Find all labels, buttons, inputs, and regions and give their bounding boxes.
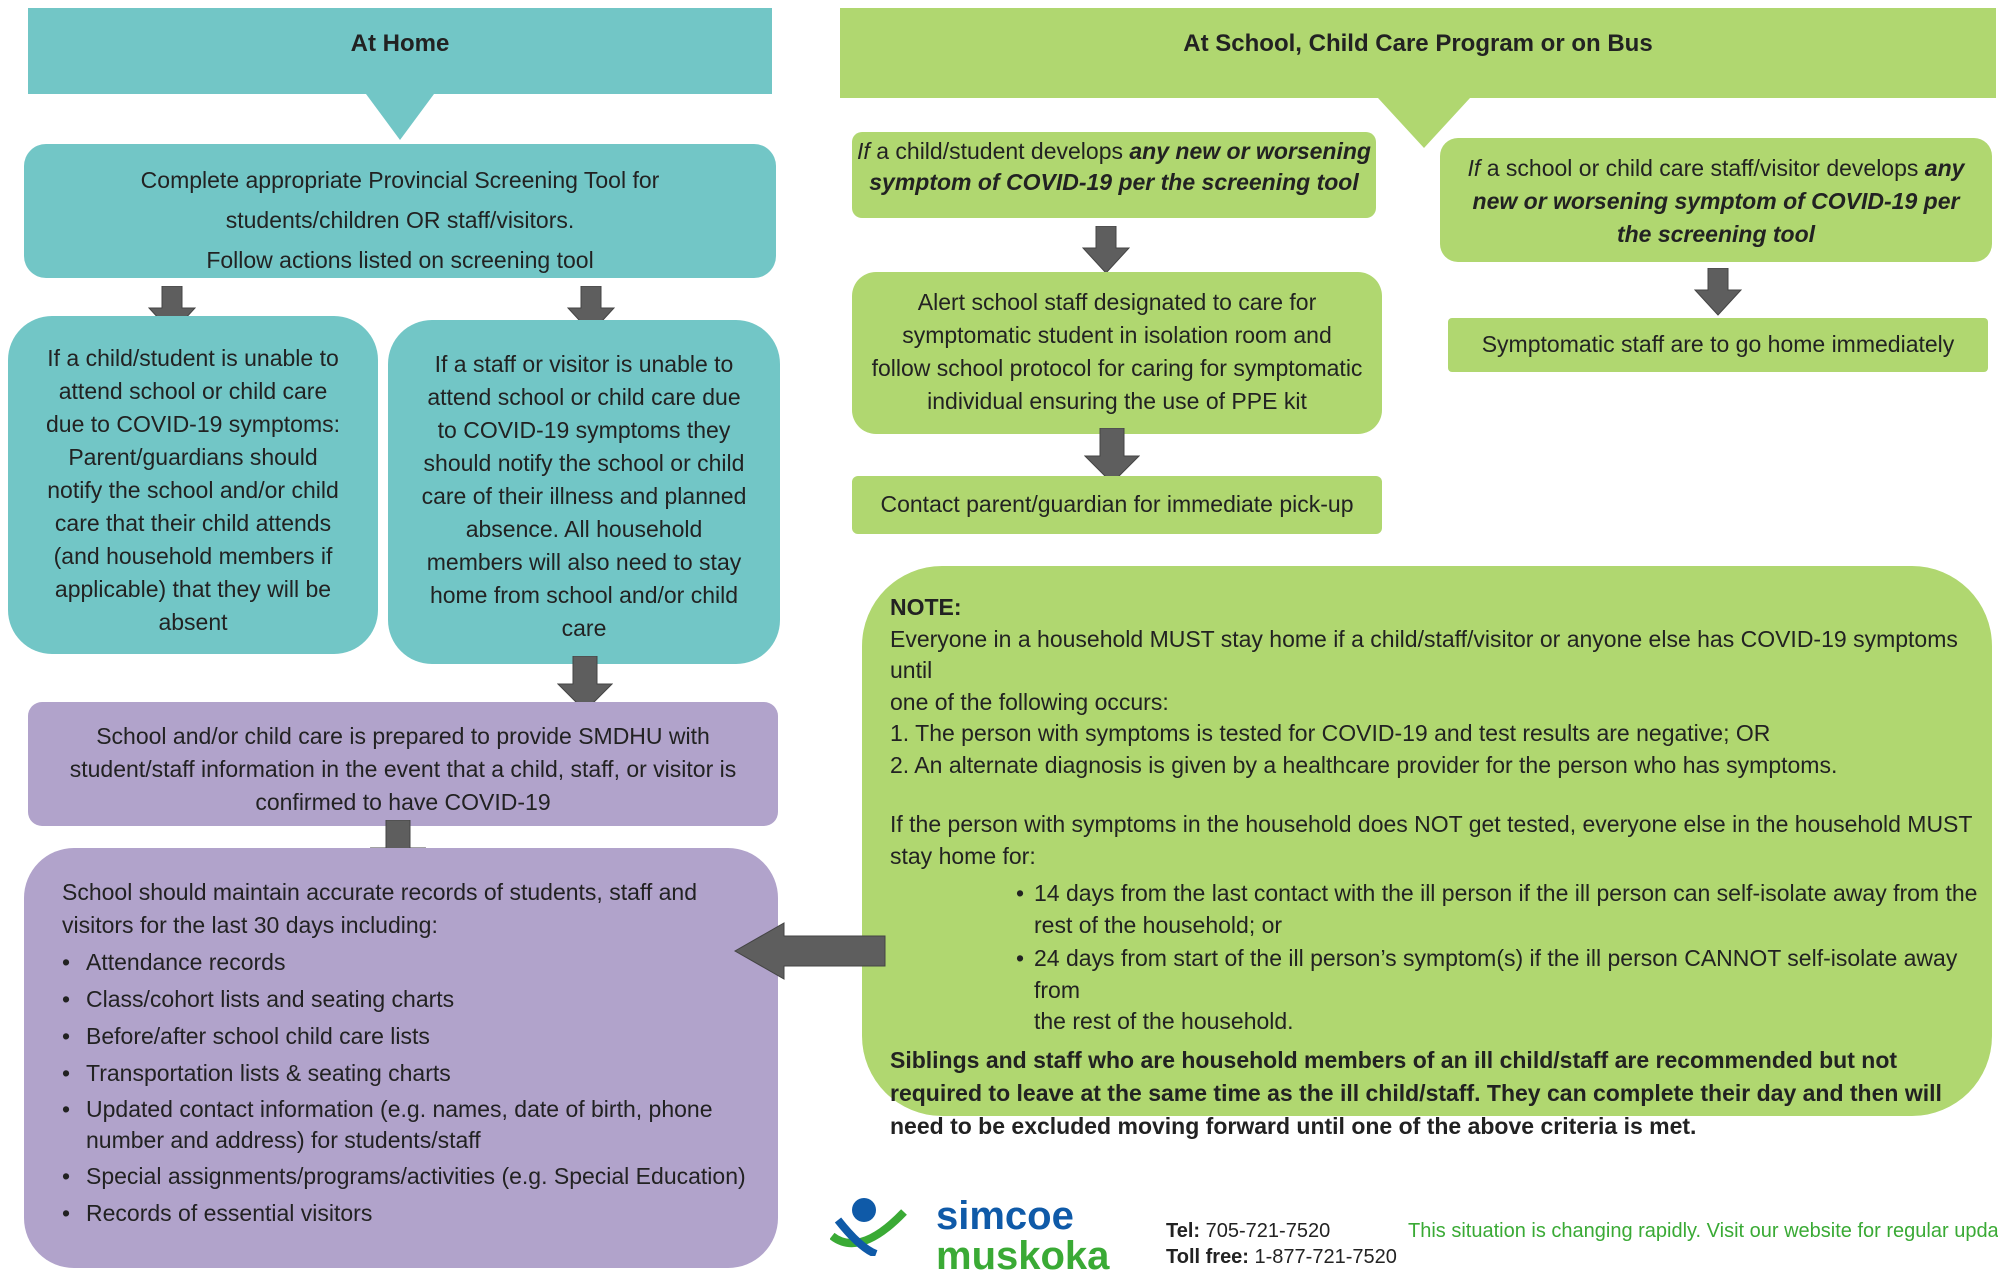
- note-line: one of the following occurs:: [890, 688, 1169, 715]
- note-box: NOTE: Everyone in a household MUST stay …: [862, 566, 1992, 1139]
- update-notice: This situation is changing rapidly. Visi…: [1408, 1220, 1998, 1242]
- staff-absent-line: should notify the school or child: [423, 450, 745, 476]
- staff-absent-line: If a staff or visitor is unable to: [434, 351, 734, 377]
- left-arrow-icon: [734, 922, 886, 980]
- down-arrow-icon: [1378, 98, 1470, 148]
- staff-go-home-box: Symptomatic staff are to go home immedia…: [1448, 318, 1988, 372]
- child-absent-line: If a child/student is unable to: [47, 345, 339, 371]
- alert-staff-box: Alert school staff designated to care fo…: [852, 272, 1382, 434]
- note-line: 1. The person with symptoms is tested fo…: [890, 720, 1771, 746]
- contact-parent-box: Contact parent/guardian for immediate pi…: [852, 476, 1382, 534]
- alert-line: Alert school staff designated to care fo…: [917, 289, 1317, 315]
- records-item: •Special assignments/programs/activities…: [62, 1163, 746, 1189]
- note-line: 2. An alternate diagnosis is given by a …: [890, 751, 1838, 778]
- down-arrow-icon: [1082, 226, 1130, 274]
- down-arrow-icon: [366, 94, 434, 140]
- child-absent-line: (and household members if: [53, 543, 333, 569]
- smdhu-box: School and/or child care is prepared to …: [28, 702, 778, 826]
- child-absent-line: care that their child attends: [54, 510, 332, 536]
- records-intro: School should maintain accurate records …: [62, 879, 698, 905]
- records-item: •Class/cohort lists and seating charts: [62, 986, 455, 1012]
- screening-line: Complete appropriate Provincial Screenin…: [140, 167, 660, 193]
- logo-word-muskoka: muskoka: [936, 1234, 1110, 1278]
- down-arrow-icon: [1084, 428, 1140, 484]
- records-box: School should maintain accurate records …: [24, 848, 778, 1268]
- screening-tool-box: Complete appropriate Provincial Screenin…: [24, 144, 776, 278]
- child-absent-line: Parent/guardians should: [68, 444, 318, 470]
- staff-absent-line: attend school or child care due: [427, 384, 741, 410]
- note-line: If the person with symptoms in the house…: [890, 811, 1973, 837]
- records-item: •Updated contact information (e.g. names…: [62, 1096, 713, 1153]
- staff-absent-line: to COVID-19 symptoms they: [437, 417, 731, 443]
- smdhu-logo-icon: [830, 1198, 907, 1256]
- staff-absent-line: members will also need to stay: [426, 549, 742, 575]
- alert-line: symptomatic student in isolation room an…: [902, 322, 1332, 348]
- note-line: stay home for:: [890, 842, 1036, 869]
- smdhu-line: confirmed to have COVID-19: [255, 789, 551, 815]
- staff-go-home-text: Symptomatic staff are to go home immedia…: [1481, 331, 1955, 357]
- staff-absent-line: home from school and/or child: [429, 582, 739, 608]
- note-bullet: • 24 days from start of the ill person’s…: [1016, 945, 1958, 1034]
- note-bold-line: Siblings and staff who are household mem…: [890, 1046, 1898, 1073]
- at-school-title: At School, Child Care Program or on Bus: [1183, 30, 1653, 57]
- child-absent-line: applicable) that they will be: [54, 576, 332, 602]
- child-absent-line: notify the school and/or child: [47, 477, 339, 503]
- at-school-header: At School, Child Care Program or on Bus: [840, 8, 1996, 98]
- toll-free-number: Toll free: 1-877-721-7520: [1166, 1246, 1397, 1268]
- staff-symptom-box: If a school or child care staff/visitor …: [1440, 138, 1992, 262]
- smdhu-line: student/staff information in the event t…: [69, 756, 737, 782]
- records-item: •Records of essential visitors: [62, 1200, 373, 1226]
- note-title: NOTE:: [890, 594, 962, 620]
- staff-absent-line: care of their illness and planned: [421, 483, 747, 509]
- note-bold-line: need to be excluded moving forward until…: [890, 1112, 1697, 1139]
- at-home-header: At Home: [28, 8, 772, 94]
- screening-line: Follow actions listed on screening tool: [206, 247, 594, 273]
- records-item: •Before/after school child care lists: [62, 1023, 430, 1049]
- child-absent-box: If a child/student is unable to attend s…: [8, 316, 378, 654]
- at-home-title: At Home: [350, 30, 450, 57]
- records-item: •Transportation lists & seating charts: [62, 1060, 451, 1086]
- smdhu-line: School and/or child care is prepared to …: [96, 723, 710, 749]
- logo-word-simcoe: simcoe: [936, 1194, 1074, 1238]
- down-arrow-icon: [557, 656, 613, 712]
- contact-parent-text: Contact parent/guardian for immediate pi…: [880, 491, 1354, 517]
- note-line: Everyone in a household MUST stay home i…: [890, 625, 1958, 684]
- staff-absent-box: If a staff or visitor is unable to atten…: [388, 320, 780, 664]
- screening-line: students/children OR staff/visitors.: [225, 207, 575, 233]
- alert-line: follow school protocol for caring for sy…: [871, 355, 1363, 381]
- staff-absent-line: care: [561, 615, 607, 641]
- child-absent-line: absent: [158, 609, 228, 635]
- child-absent-line: due to COVID-19 symptoms:: [46, 411, 340, 437]
- child-symptom-box: If a child/student develops any new or w…: [852, 132, 1376, 218]
- note-bold-line: required to leave at the same time as th…: [890, 1079, 1942, 1106]
- down-arrow-icon: [1694, 268, 1742, 316]
- records-intro: visitors for the last 30 days including:: [62, 912, 438, 938]
- note-bullet: • 14 days from the last contact with the…: [1016, 880, 1978, 938]
- child-absent-line: attend school or child care: [58, 378, 328, 404]
- phone-number: Tel: 705-721-7520: [1166, 1220, 1331, 1242]
- alert-line: individual ensuring the use of PPE kit: [927, 388, 1307, 414]
- records-list: •Attendance records •Class/cohort lists …: [62, 946, 778, 1230]
- records-item: •Attendance records: [62, 949, 286, 975]
- staff-absent-line: absence. All household: [465, 516, 703, 542]
